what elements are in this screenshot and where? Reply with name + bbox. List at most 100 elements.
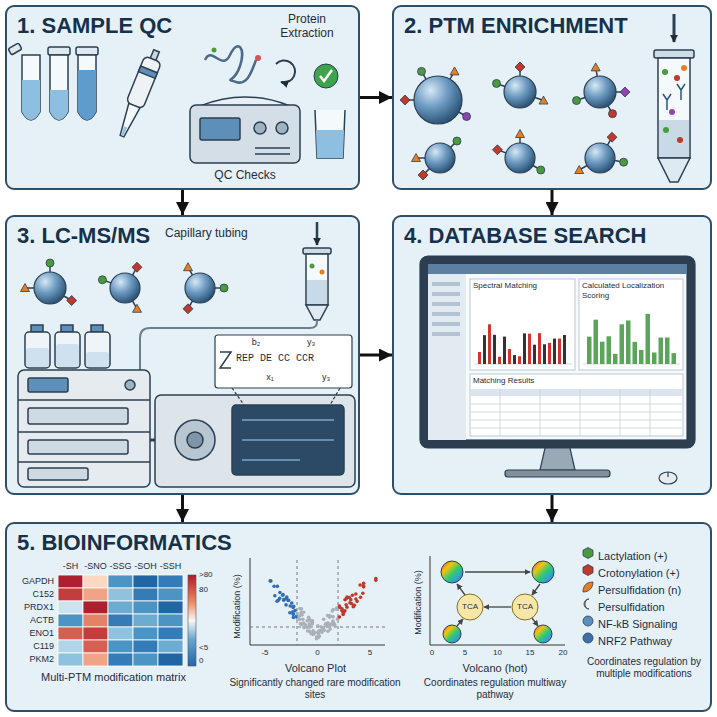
pathway-plot: [457, 584, 465, 595]
enrichment-column: [662, 69, 668, 75]
test-tubes: [8, 43, 22, 55]
heatmap: [158, 653, 183, 666]
screen-charts: [478, 352, 481, 364]
heatmap-row-label: PRDX1: [6, 602, 54, 613]
legend-swatch-shape: [583, 582, 593, 592]
protein-strand: [205, 46, 261, 82]
modified-proteins: [220, 284, 228, 292]
lc-system: [18, 325, 155, 487]
screen-charts: [548, 343, 551, 364]
computer-monitor: [428, 274, 466, 440]
heatmap: [158, 588, 183, 601]
test-tubes: [78, 55, 96, 120]
test-tubes: [8, 43, 98, 120]
computer-monitor: [432, 312, 460, 316]
heatmap: [158, 614, 183, 627]
legend-text: NRF2 Pathway: [598, 635, 672, 647]
axis-tick: 10: [488, 648, 508, 658]
lc-system: [28, 440, 128, 454]
legend-item: Lactylation (+): [582, 546, 651, 560]
volcano-plot: [296, 612, 300, 616]
qc-instrument: [276, 122, 288, 134]
mass-spectrometer: [175, 420, 215, 460]
mass-spectrometer: [242, 419, 334, 421]
screen-charts: [652, 353, 657, 364]
heatmap: [158, 575, 183, 588]
volcano-plot: [362, 585, 366, 589]
lc-system: [25, 332, 50, 368]
pathway-plot: [430, 645, 565, 646]
heatmap: [83, 601, 108, 614]
small-column: [303, 222, 331, 320]
lc-system: [91, 325, 103, 332]
heatmap: [58, 627, 83, 640]
legend-swatch: [582, 547, 594, 559]
heatmap: [133, 627, 158, 640]
volcano-plot: [282, 597, 286, 601]
volcano-plot: [332, 623, 336, 627]
pipette: [138, 66, 157, 78]
colorbar-tick: 80: [199, 585, 223, 595]
lc-system: [85, 332, 110, 368]
heatmap-row-label: PKM2: [6, 654, 54, 665]
panel-label: Protein Extraction: [262, 12, 352, 41]
enrichment-column: [681, 65, 687, 71]
volcano-plot: [286, 599, 290, 603]
mass-spectrometer: [155, 395, 355, 487]
enrichment-column: [677, 137, 683, 143]
heatmap: [83, 588, 108, 601]
modified-proteins: [585, 143, 615, 173]
heatmap: [108, 575, 133, 588]
volcano-plot: [322, 617, 326, 621]
heatmap: [108, 653, 133, 666]
volcano-plot: [278, 591, 282, 595]
legend-swatch-shape: [583, 633, 593, 643]
heatmap: [133, 601, 158, 614]
volcano-plot: [281, 593, 285, 597]
heatmap: [83, 575, 108, 588]
pathway-plot: [430, 556, 565, 645]
volcano-plot: [278, 597, 282, 601]
volcano-plot: [315, 635, 319, 639]
volcano-plot: [298, 618, 302, 622]
flow-arrow: [551, 190, 554, 215]
heatmap: [58, 588, 83, 601]
legend-swatch-shape: [583, 565, 593, 576]
axis-tick: 0: [308, 648, 328, 658]
heatmap: [83, 653, 108, 666]
heatmap: [83, 614, 108, 627]
legend-swatch: [582, 632, 594, 644]
heatmap-column-label: -SH: [58, 561, 83, 572]
volcano-plot: [374, 577, 378, 581]
volcano-plot: [299, 612, 303, 616]
pathway-plot: [443, 625, 461, 643]
pathway-plot: [465, 571, 530, 572]
modified-proteins: [21, 259, 229, 314]
test-tubes: [50, 55, 68, 120]
pathway-plot: [457, 594, 483, 620]
volcano-plot: [338, 606, 342, 610]
panel-heading: 3. LC-MS/MS: [17, 223, 150, 249]
screen-charts: [563, 335, 566, 364]
axis-tick: 5: [360, 648, 380, 658]
computer-monitor: [428, 264, 687, 440]
legend-swatch-shape: [583, 616, 593, 626]
heatmap: [108, 640, 133, 653]
flow-arrow: [181, 190, 184, 215]
pipette: [126, 56, 161, 109]
screen-charts: [620, 324, 625, 364]
colorbar-tick: >80: [199, 570, 223, 580]
lc-system: [28, 468, 88, 480]
computer-monitor: [500, 389, 501, 436]
heatmap-row-label: GAPDH: [6, 576, 54, 587]
volcano-plot: [292, 604, 296, 608]
volcano-plot: [335, 607, 339, 611]
protein-strand: [212, 48, 217, 53]
volcano-plot: [359, 595, 363, 599]
computer-monitor: [505, 470, 610, 477]
modified-proteins: [575, 166, 584, 174]
legend-item: Persulfidation: [582, 597, 649, 611]
enrichment-column: [659, 120, 689, 157]
heatmap-column-label: -SSG: [108, 561, 133, 572]
qc-instrument: [255, 153, 290, 155]
